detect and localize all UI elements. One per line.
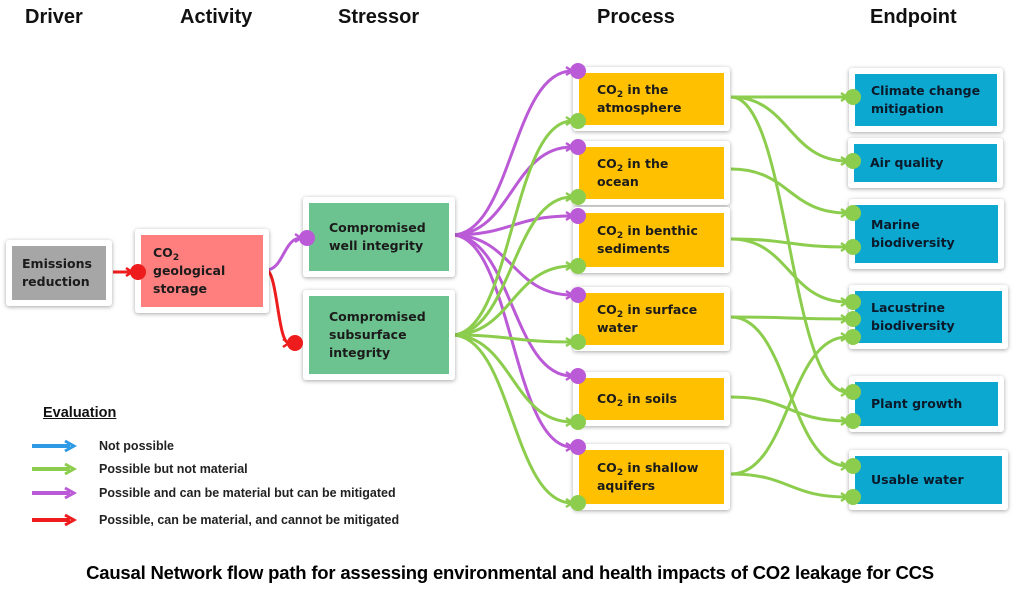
node-label: CO2 in shallow aquifers — [597, 460, 699, 493]
link-storage-to-well — [265, 236, 302, 272]
link-well-to-soils — [451, 233, 573, 378]
node-label: CO2 in the atmosphere — [597, 82, 682, 115]
node-compromised-well-integrity: Compromised well integrity — [303, 197, 455, 277]
figure-caption: Causal Network flow path for assessing e… — [86, 562, 934, 583]
arrow-green-icon — [32, 462, 77, 476]
link-surface-to-water — [730, 315, 848, 468]
node-co2-soils: CO2 in soils — [573, 372, 730, 426]
legend-item-material-not-mitigable: Possible, can be material, and cannot be… — [32, 512, 399, 528]
column-header-activity: Activity — [180, 6, 253, 28]
node-marine-biodiversity: Marine biodiversity — [849, 199, 1004, 269]
arrow-blue-icon — [32, 439, 77, 453]
link-subsurface-to-ocean — [451, 195, 573, 337]
column-header-endpoint: Endpoint — [870, 6, 957, 28]
legend-item-material-mitigable: Possible and can be material but can be … — [32, 485, 396, 501]
node-climate-change-mitigation: Climate change mitigation — [849, 68, 1003, 132]
node-plant-growth: Plant growth — [849, 376, 1004, 432]
node-label: Emissions reduction — [22, 256, 92, 289]
node-label: CO2 in benthic sediments — [597, 223, 698, 256]
arrow-red-icon — [32, 513, 77, 527]
legend-item-not-possible: Not possible — [32, 438, 174, 454]
link-well-to-atmosphere — [451, 69, 573, 237]
node-label: Plant growth — [871, 396, 963, 411]
node-label: CO2 in surface water — [597, 302, 698, 335]
node-air-quality: Air quality — [848, 138, 1003, 188]
link-atmosphere-to-air — [730, 95, 848, 163]
link-benthic-to-marine — [730, 237, 848, 249]
legend-label: Possible, can be material, and cannot be… — [99, 513, 400, 527]
node-co2-surface-water: CO2 in surface water — [573, 287, 730, 351]
link-well-to-aquifers — [451, 233, 573, 449]
arrow-purple-icon — [32, 486, 77, 500]
link-subsurface-to-atmosphere — [451, 119, 573, 337]
node-usable-water: Usable water — [849, 450, 1008, 510]
node-label: CO2 in soils — [597, 391, 678, 409]
link-benthic-to-lacustrine — [730, 237, 848, 304]
link-surface-to-lacustrine — [730, 315, 848, 321]
link-subsurface-to-soils — [451, 333, 573, 424]
link-ocean-to-marine — [730, 167, 848, 215]
link-subsurface-to-benthic — [451, 264, 573, 337]
node-co2-benthic-sediments: CO2 in benthic sediments — [573, 207, 730, 273]
node-label: Lacustrine biodiversity — [871, 300, 955, 333]
legend-title: Evaluation — [43, 405, 117, 421]
legend-label: Possible but not material — [99, 462, 248, 476]
node-label: CO2 in the ocean — [597, 156, 669, 189]
legend-item-possible-not-material: Possible but not material — [32, 461, 248, 477]
column-header-stressor: Stressor — [338, 6, 420, 28]
node-label: CO2 geological storage — [153, 245, 226, 296]
node-label: Compromised well integrity — [329, 220, 426, 253]
node-co2-geological-storage: CO2 geological storage — [135, 229, 269, 313]
link-well-to-ocean — [451, 145, 573, 237]
link-storage-to-subsurface — [265, 268, 290, 345]
link-subsurface-to-surface — [451, 333, 573, 344]
link-aquifers-to-lacustrine — [730, 335, 848, 476]
node-emissions-reduction: Emissions reduction — [6, 240, 112, 306]
node-label: Climate change mitigation — [871, 83, 981, 116]
link-subsurface-to-aquifers — [451, 333, 573, 505]
legend-label: Not possible — [99, 439, 175, 453]
node-lacustrine-biodiversity: Lacustrine biodiversity — [849, 285, 1008, 349]
node-label: Usable water — [871, 472, 964, 487]
node-co2-ocean: CO2 in the ocean — [573, 141, 730, 205]
node-compromised-subsurface-integrity: Compromised subsurface integrity — [303, 290, 455, 380]
link-aquifers-to-water — [730, 472, 848, 499]
column-header-process: Process — [597, 6, 675, 28]
node-label: Compromised subsurface integrity — [329, 309, 426, 360]
legend-label: Possible and can be material but can be … — [99, 486, 396, 500]
node-co2-atmosphere: CO2 in the atmosphere — [573, 67, 730, 131]
column-header-driver: Driver — [25, 6, 83, 28]
node-co2-shallow-aquifers: CO2 in shallow aquifers — [573, 444, 730, 510]
node-label: Air quality — [870, 155, 944, 170]
node-label: Marine biodiversity — [871, 217, 955, 250]
